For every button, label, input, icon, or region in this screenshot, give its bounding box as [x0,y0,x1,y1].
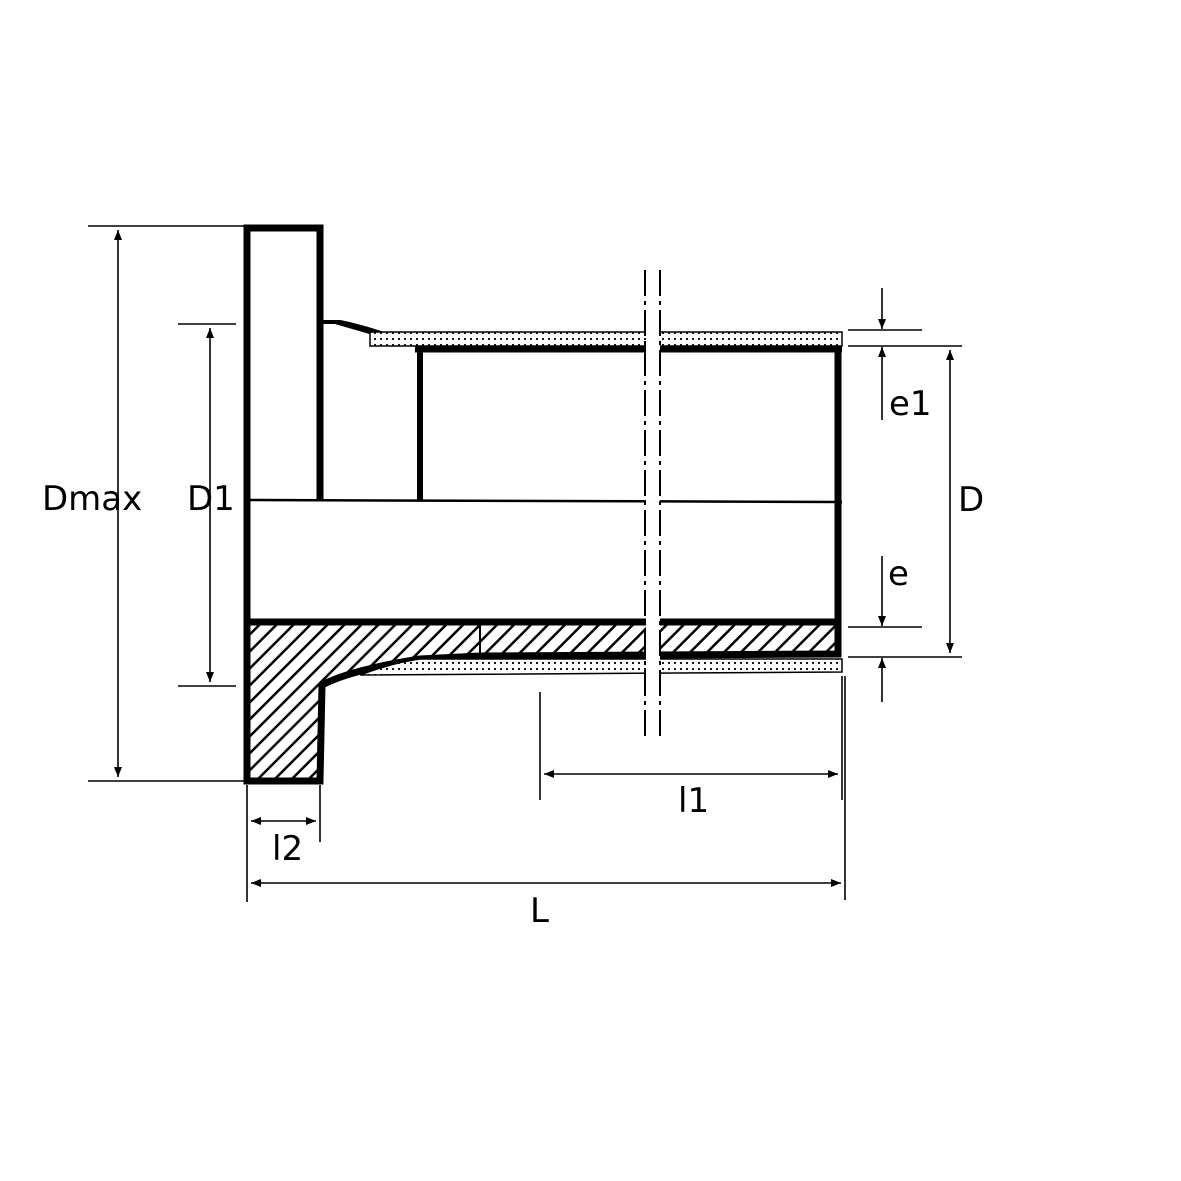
section-break [644,270,661,740]
l1-label: l1 [678,781,709,821]
lower-outer-layer [359,658,843,676]
upper-outer-layer [369,331,843,347]
L-label: L [530,891,549,931]
e-label: e [888,554,909,594]
e1-label: e1 [889,384,932,424]
centre-line [246,498,843,504]
dmax-label: Dmax [42,479,142,519]
dimensions [88,225,962,902]
d-label: D [958,480,984,520]
flange-upper-outline [243,224,324,781]
fitting-body [243,224,843,785]
l2-label: l2 [272,829,303,869]
lower-section-hatched [243,618,842,785]
d1-label: D1 [187,479,235,519]
